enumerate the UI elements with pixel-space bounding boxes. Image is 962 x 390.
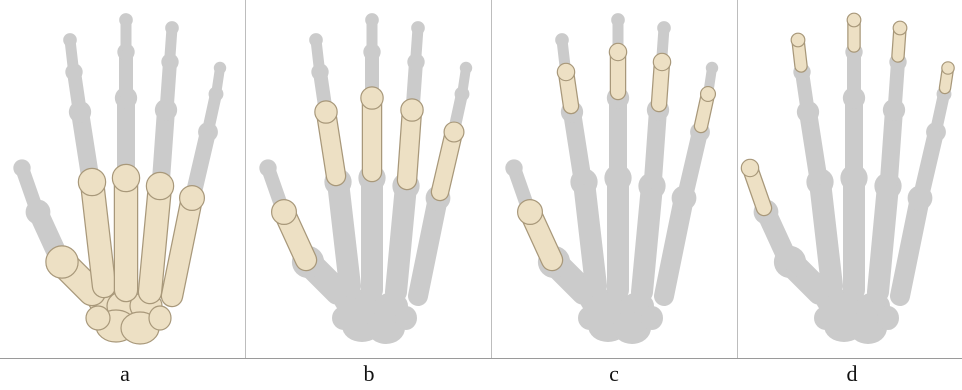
little-distal-bone-head: [460, 62, 472, 74]
middle-middle-bone-highlighted-head: [609, 43, 626, 60]
baseline-rule: [0, 358, 962, 359]
ring-proximal-bone-highlighted-head: [401, 99, 423, 121]
ring-distal-bone-head: [411, 21, 425, 35]
ring-metacarpal-bone: [642, 186, 652, 292]
panel-a: [0, 0, 245, 358]
ring-metacarpal-bone-highlighted: [150, 186, 160, 292]
thumb-proximal-bone-highlighted-head: [272, 200, 297, 225]
panel-label-b: b: [309, 361, 429, 387]
ring-distal-bone-highlighted-head: [893, 21, 907, 35]
thumb-distal-bone-head: [259, 159, 276, 176]
little-metacarpal-bone: [900, 198, 920, 296]
little-distal-bone-head: [706, 62, 718, 74]
ring-metacarpal-bone: [878, 186, 888, 292]
hand-skeleton-d: [738, 0, 962, 358]
index-distal-bone-head: [63, 33, 77, 47]
index-metacarpal-bone: [584, 182, 596, 286]
middle-distal-bone-highlighted-head: [847, 13, 861, 27]
index-metacarpal-bone: [338, 182, 350, 286]
index-distal-bone-head: [555, 33, 569, 47]
index-distal-bone-highlighted-head: [791, 33, 805, 47]
little-distal-bone-highlighted-head: [942, 62, 954, 74]
ring-metacarpal-bone-highlighted-head: [146, 172, 173, 199]
index-proximal-bone-highlighted-head: [315, 101, 337, 123]
index-metacarpal-bone: [820, 182, 832, 286]
ring-distal-bone-head: [165, 21, 179, 35]
panel-c: [492, 0, 737, 358]
little-metacarpal-bone: [418, 198, 438, 296]
carpal-bone: [814, 306, 838, 330]
little-metacarpal-bone-highlighted-head: [180, 186, 205, 211]
little-metacarpal-bone-highlighted: [172, 198, 192, 296]
middle-metacarpal-bone-highlighted-head: [112, 164, 139, 191]
carpal-bone: [578, 306, 602, 330]
thumb-distal-bone-head: [13, 159, 30, 176]
ring-metacarpal-bone: [396, 186, 406, 292]
carpal-bone: [395, 306, 417, 330]
panel-label-d: d: [792, 361, 912, 387]
middle-distal-bone-head: [365, 13, 379, 27]
panel-label-c: c: [554, 361, 674, 387]
carpal-bone: [332, 306, 356, 330]
thumb-distal-bone-head: [505, 159, 522, 176]
thumb-proximal-bone-highlighted-head: [518, 200, 543, 225]
little-metacarpal-bone: [664, 198, 684, 296]
hand-skeleton-a: [0, 0, 245, 358]
panel-b: [246, 0, 491, 358]
ring-middle-bone-highlighted-head: [653, 53, 670, 70]
carpal-bone: [641, 306, 663, 330]
carpal-bone: [86, 306, 110, 330]
middle-distal-bone-head: [611, 13, 625, 27]
middle-proximal-bone-highlighted-head: [361, 87, 383, 109]
middle-distal-bone-head: [119, 13, 133, 27]
index-distal-bone-head: [309, 33, 323, 47]
thumb-distal-bone-highlighted-head: [741, 159, 758, 176]
index-middle-bone-highlighted-head: [557, 63, 574, 80]
little-middle-bone-highlighted-head: [701, 87, 716, 102]
panel-label-a: a: [65, 361, 185, 387]
thumb-metacarpal-bone-highlighted-head: [46, 246, 78, 278]
ring-distal-bone-head: [657, 21, 671, 35]
panel-d: [738, 0, 962, 358]
hand-skeleton-b: [246, 0, 491, 358]
little-proximal-bone-highlighted-head: [444, 122, 464, 142]
little-distal-bone-head: [214, 62, 226, 74]
hand-skeleton-c: [492, 0, 737, 358]
carpal-bone: [877, 306, 899, 330]
index-metacarpal-bone-highlighted-head: [78, 168, 105, 195]
index-metacarpal-bone-highlighted: [92, 182, 104, 286]
carpal-bone: [149, 306, 171, 330]
